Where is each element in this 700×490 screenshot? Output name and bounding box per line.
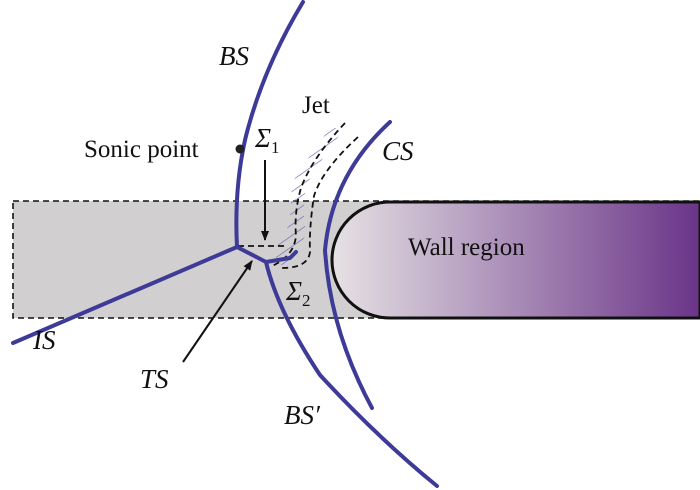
label-is: IS bbox=[33, 325, 56, 355]
label-sonic-point: Sonic point bbox=[84, 136, 199, 163]
label-cs: CS bbox=[382, 136, 414, 166]
incident-shock-is bbox=[11, 245, 239, 345]
contact-surface-cs bbox=[323, 120, 392, 410]
sigma2-symbol: Σ bbox=[286, 276, 303, 306]
label-wall-region: Wall region bbox=[408, 234, 525, 261]
jet-hatched-region bbox=[272, 128, 345, 266]
label-sigma2: Σ2 bbox=[286, 276, 311, 310]
label-ts: TS bbox=[140, 364, 169, 394]
sigma1-symbol: Σ bbox=[255, 123, 272, 153]
bow-shock-bs bbox=[234, 0, 305, 249]
label-sigma1: Σ1 bbox=[255, 123, 280, 157]
reflected-shock-bs-prime bbox=[264, 260, 439, 488]
transmitted-segment bbox=[264, 250, 298, 264]
wall-region bbox=[330, 200, 700, 320]
jet-boundary-outer bbox=[281, 136, 359, 269]
sonic-point-marker bbox=[235, 144, 245, 154]
label-jet: Jet bbox=[302, 92, 330, 119]
ts-arrow bbox=[182, 260, 253, 363]
label-bs: BS bbox=[219, 41, 249, 71]
label-bs-prime: BS′ bbox=[284, 400, 320, 430]
jet-boundary-inner bbox=[271, 122, 346, 267]
sigma1-subscript: 1 bbox=[271, 138, 280, 157]
triple-point-segment bbox=[235, 245, 268, 264]
sigma2-subscript: 2 bbox=[302, 291, 311, 310]
